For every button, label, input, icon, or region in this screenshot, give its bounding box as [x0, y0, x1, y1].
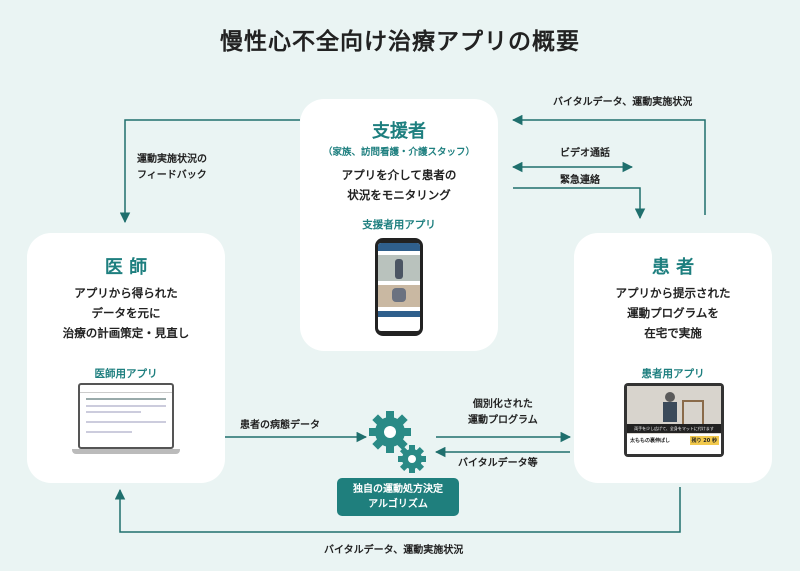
- emergency-arrow: [513, 187, 646, 220]
- label-bottom: バイタルデータ、運動実施状況: [324, 545, 464, 556]
- label-top-right: バイタルデータ、運動実施状況: [553, 97, 693, 108]
- doctor-laptop-image: [72, 383, 180, 455]
- label-disease-data: 患者の病態データ: [240, 420, 320, 431]
- doctor-card: 医 師 アプリから得られたデータを元に治療の計画策定・見直し 医師用アプリ: [27, 233, 225, 483]
- supporter-heading: 支援者: [372, 121, 426, 142]
- tablet-exercise: 太ももの裏伸ばし: [630, 438, 671, 444]
- label-feedback: 運動実施状況のフィードバック: [137, 154, 207, 181]
- feedback-arrow: [119, 119, 300, 224]
- patient-to-supporter-arrow: [511, 114, 706, 215]
- algorithm-box: 独自の運動処方決定 アルゴリズム: [337, 478, 459, 516]
- label-program: 個別化された運動プログラム: [468, 399, 538, 426]
- patient-tablet-image: 両手を少し広げて、全身をマットに付けます 太ももの裏伸ばし 残り 20 秒: [624, 383, 724, 457]
- bottom-return-arrow: [114, 487, 681, 533]
- supporter-card: 支援者 （家族、訪問看護・介護スタッフ） アプリを介して患者の状況をモニタリング…: [300, 99, 498, 351]
- tablet-caption: 両手を少し広げて、全身をマットに付けます: [627, 424, 721, 433]
- supporter-description: アプリを介して患者の状況をモニタリング: [341, 168, 457, 202]
- label-vitals: バイタルデータ等: [458, 458, 538, 469]
- tablet-count: 残り 20 秒: [689, 436, 719, 445]
- patient-description: アプリから提示された運動プログラムを在宅で実施: [615, 286, 731, 340]
- supporter-app-label: 支援者用アプリ: [362, 219, 436, 231]
- label-emergency: 緊急連絡: [560, 175, 600, 186]
- doctor-app-label: 医師用アプリ: [94, 368, 158, 380]
- gears-icon: [369, 411, 426, 473]
- doctor-description: アプリから得られたデータを元に治療の計画策定・見直し: [62, 286, 190, 340]
- supporter-phone-image: [375, 238, 423, 336]
- patient-heading: 患 者: [651, 257, 695, 278]
- patient-app-label: 患者用アプリ: [641, 368, 705, 380]
- patient-card: 患 者 アプリから提示された運動プログラムを在宅で実施 患者用アプリ 両手を少し…: [574, 233, 772, 483]
- label-video-call: ビデオ通話: [560, 148, 610, 159]
- page-title: 慢性心不全向け治療アプリの概要: [220, 29, 580, 55]
- supporter-subheading: （家族、訪問看護・介護スタッフ）: [322, 147, 475, 158]
- doctor-heading: 医 師: [104, 257, 148, 278]
